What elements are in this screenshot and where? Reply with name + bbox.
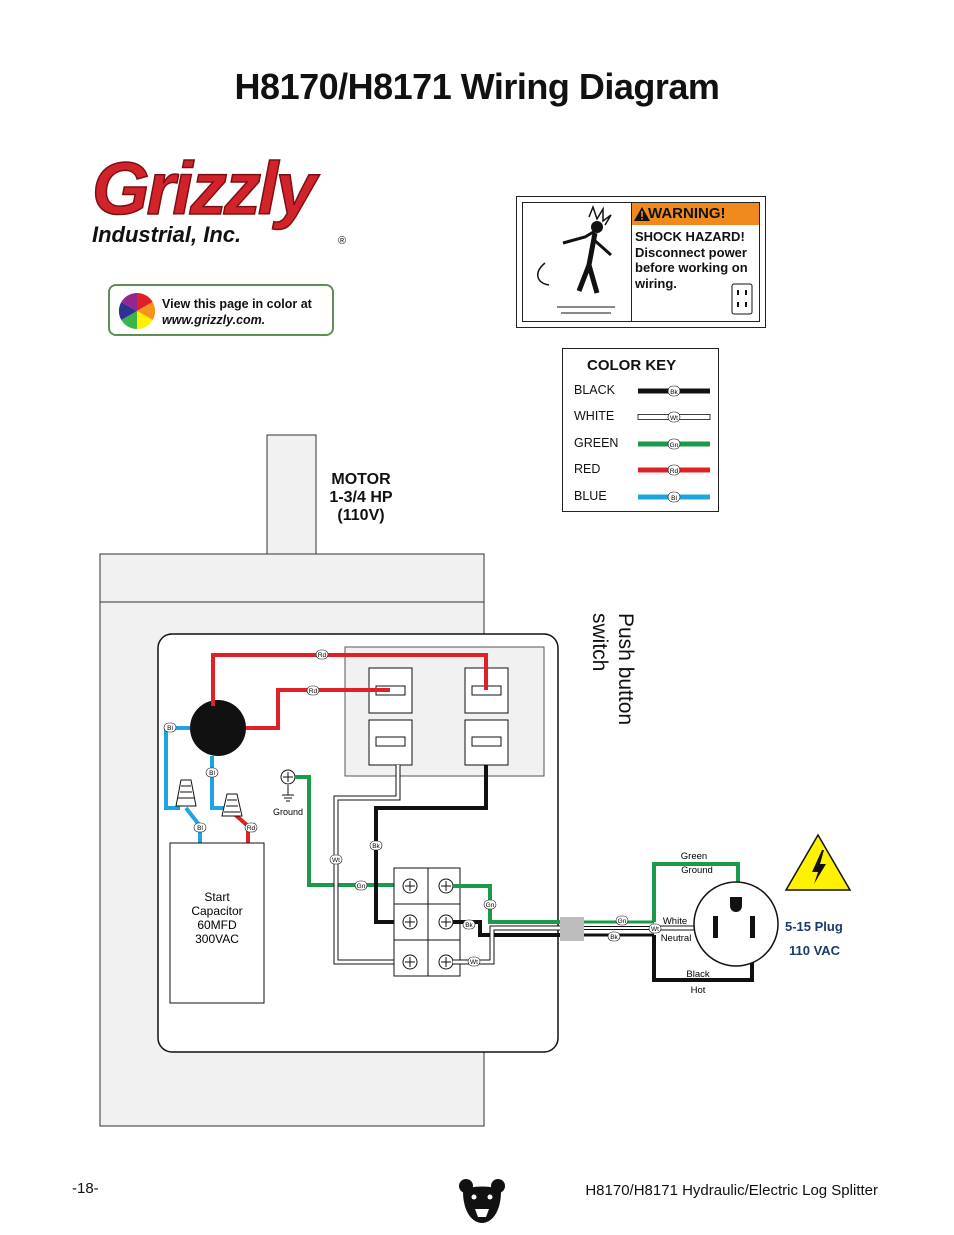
svg-text:Bl: Bl bbox=[167, 725, 173, 732]
tag-rd-1: Rd bbox=[315, 649, 329, 660]
warning-hazard: SHOCK HAZARD! bbox=[635, 229, 745, 244]
svg-text:Wt: Wt bbox=[332, 857, 340, 864]
wire-blue-1 bbox=[164, 726, 190, 810]
tag-wt-3: Wt bbox=[648, 923, 662, 934]
start-capacitor bbox=[169, 842, 265, 1004]
warning-line1: Disconnect power bbox=[635, 244, 747, 260]
svg-text:Ground: Ground bbox=[681, 865, 713, 876]
color-key-row-blue: BLUE Bl bbox=[574, 489, 714, 505]
tag-rd-3: Rd bbox=[244, 822, 258, 833]
svg-text:Wt: Wt bbox=[470, 959, 478, 966]
svg-text:110 VAC: 110 VAC bbox=[789, 943, 841, 958]
color-note-line1: View this page in color at bbox=[162, 297, 312, 311]
tag-wt-2: Wt bbox=[467, 956, 481, 967]
wire-black-1 bbox=[374, 765, 488, 924]
svg-text:Hot: Hot bbox=[691, 985, 706, 996]
color-key-title: COLOR KEY bbox=[587, 357, 677, 374]
color-key-row-black: BLACK Bk bbox=[574, 383, 714, 399]
svg-text:Wt: Wt bbox=[651, 926, 659, 933]
svg-text:Ground: Ground bbox=[273, 807, 303, 817]
warning-header: WARNING! bbox=[648, 205, 726, 222]
page-number: -18- bbox=[72, 1180, 99, 1197]
svg-text:5-15 Plug: 5-15 Plug bbox=[785, 919, 843, 934]
svg-text:Rd: Rd bbox=[670, 468, 679, 475]
svg-text:Grizzly: Grizzly bbox=[92, 152, 320, 230]
svg-text:Wt: Wt bbox=[670, 415, 678, 422]
tag-gn-2: Gn bbox=[483, 899, 497, 910]
warning-label: WARNING! SHOCK HAZARD! Disconnect power … bbox=[516, 196, 766, 328]
warning-line2: before working on bbox=[635, 260, 748, 275]
svg-text:White: White bbox=[663, 916, 687, 927]
svg-text:Bk: Bk bbox=[465, 922, 473, 929]
color-key-row-red: RED Rd bbox=[574, 462, 710, 476]
tag-gn-1: Gn bbox=[354, 880, 368, 891]
color-key-row-green: GREEN Gn bbox=[574, 436, 710, 450]
svg-text:Industrial, Inc.: Industrial, Inc. bbox=[92, 222, 241, 247]
wire-red-1 bbox=[211, 653, 488, 706]
svg-text:Gn: Gn bbox=[618, 918, 627, 925]
warning-triangle-icon bbox=[634, 207, 650, 221]
wall-outlet-icon bbox=[731, 283, 753, 315]
tag-rd-2: Rd bbox=[306, 685, 320, 696]
svg-text:60MFD: 60MFD bbox=[197, 918, 237, 932]
wire-nut-2 bbox=[221, 793, 243, 817]
wire-plug-green bbox=[652, 862, 740, 922]
svg-text:Bk: Bk bbox=[372, 843, 380, 850]
motor-label: MOTOR 1-3/4 HP (110V) bbox=[329, 471, 393, 524]
tag-bl-2: Bl bbox=[205, 767, 219, 778]
page-title: H8170/H8171 Wiring Diagram bbox=[234, 66, 720, 107]
svg-text:Bl: Bl bbox=[671, 495, 677, 502]
motor-shaft bbox=[266, 434, 317, 555]
tag-bk-2: Bk bbox=[462, 919, 476, 930]
centrifugal-switch bbox=[190, 700, 246, 756]
plug-face bbox=[693, 881, 779, 967]
wire-red-2 bbox=[246, 688, 390, 730]
footer-doc-title: H8170/H8171 Hydraulic/Electric Log Split… bbox=[585, 1182, 878, 1199]
svg-text:Gn: Gn bbox=[670, 442, 679, 449]
tag-wt-1: Wt bbox=[329, 854, 343, 865]
tag-bl-3: Bl bbox=[193, 822, 207, 833]
svg-text:Neutral: Neutral bbox=[661, 933, 692, 944]
tag-bk-1: Bk bbox=[369, 840, 383, 851]
color-key: COLOR KEY BLACK Bk WHITE Wt GREEN Gn RED… bbox=[562, 348, 719, 512]
svg-text:Bk: Bk bbox=[610, 934, 618, 941]
push-button-label: Push button switch bbox=[588, 613, 637, 726]
color-wheel-icon bbox=[118, 292, 156, 330]
svg-text:Rd: Rd bbox=[309, 688, 318, 695]
tag-bk-3: Bk bbox=[607, 931, 621, 942]
svg-text:Bl: Bl bbox=[209, 770, 215, 777]
svg-text:Gn: Gn bbox=[357, 883, 366, 890]
wire-green-ground bbox=[295, 775, 398, 887]
svg-text:300VAC: 300VAC bbox=[195, 932, 239, 946]
wire-tags: Rd Rd Bl Bl Bl Rd Bk Wt Gn Gn Bk Wt Gn B… bbox=[163, 649, 662, 967]
color-note: View this page in color at www.grizzly.c… bbox=[108, 284, 334, 336]
svg-text:Green: Green bbox=[681, 851, 707, 862]
shock-figure-icon bbox=[523, 203, 632, 321]
color-note-url: www.grizzly.com. bbox=[162, 313, 266, 327]
strain-relief bbox=[560, 917, 584, 941]
svg-text:Rd: Rd bbox=[318, 652, 327, 659]
tag-bl-1: Bl bbox=[163, 722, 177, 733]
svg-text:Start: Start bbox=[204, 890, 230, 904]
svg-text:Gn: Gn bbox=[486, 902, 495, 909]
bear-logo-icon bbox=[459, 1179, 505, 1223]
svg-text:Bk: Bk bbox=[670, 389, 678, 396]
color-key-row-white: WHITE Wt bbox=[574, 409, 714, 425]
svg-text:Black: Black bbox=[686, 969, 709, 980]
svg-text:Capacitor: Capacitor bbox=[191, 904, 242, 918]
grizzly-logo: Grizzly Industrial, Inc. ® bbox=[91, 152, 346, 247]
warning-line3: wiring. bbox=[635, 275, 677, 291]
wire-nut-1 bbox=[175, 779, 197, 807]
high-voltage-icon bbox=[784, 833, 852, 891]
ground-screw bbox=[280, 769, 296, 802]
tag-gn-3: Gn bbox=[615, 915, 629, 926]
svg-text:Bl: Bl bbox=[197, 825, 203, 832]
svg-text:Rd: Rd bbox=[247, 825, 256, 832]
svg-text:®: ® bbox=[338, 235, 346, 247]
